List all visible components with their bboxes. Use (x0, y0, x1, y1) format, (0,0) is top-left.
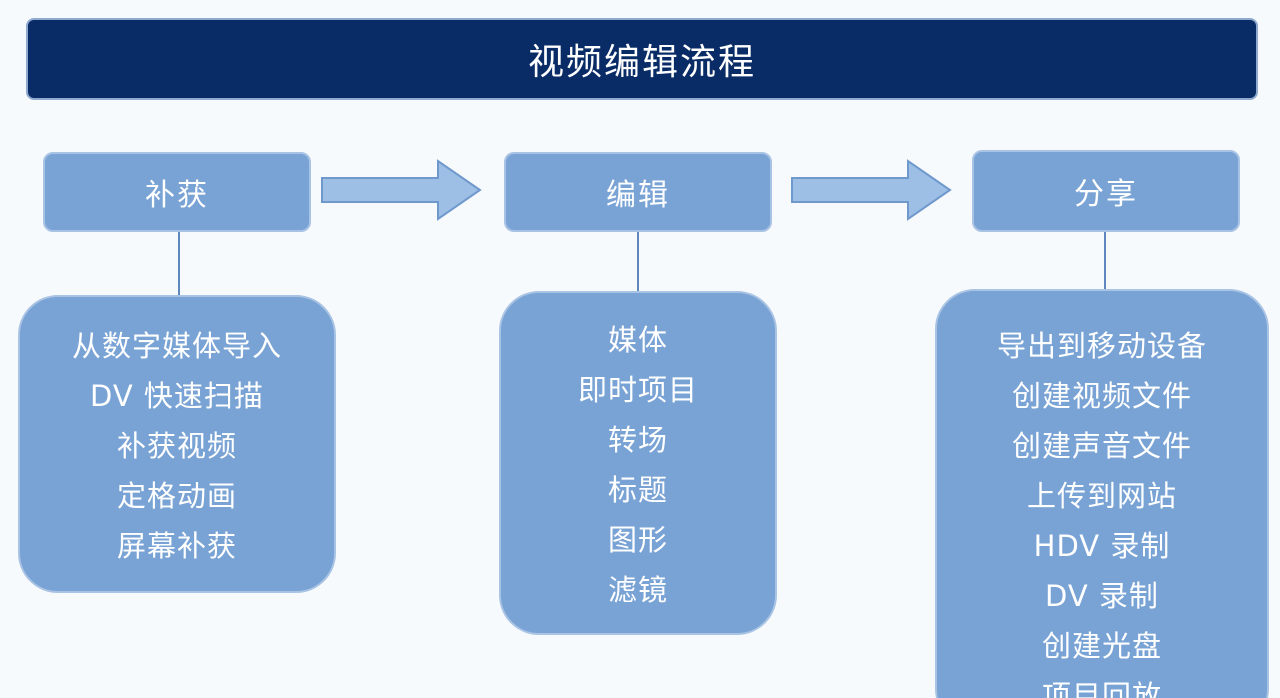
edit-item: 图形 (607, 523, 668, 557)
capture-item: 从数字媒体导入 (71, 329, 282, 363)
edit-item: 媒体 (607, 323, 668, 357)
share-item: 上传到网站 (1026, 479, 1177, 513)
share-item: 创建声音文件 (1011, 429, 1192, 463)
share-item: 项目回放 (1041, 679, 1162, 698)
stage-share-header: 分享 (972, 150, 1240, 232)
stage-edit-connector (637, 232, 639, 292)
stage-capture-header: 补获 (43, 152, 311, 232)
stage-capture-detail-box: 从数字媒体导入 DV 快速扫描 补获视频 定格动画 屏幕补获 (18, 295, 336, 593)
stage-edit-header: 编辑 (504, 152, 772, 232)
edit-item: 转场 (607, 423, 668, 457)
share-item: 导出到移动设备 (996, 329, 1207, 363)
capture-item: 屏幕补获 (116, 529, 237, 563)
stage-edit-detail-box: 媒体 即时项目 转场 标题 图形 滤镜 (499, 291, 777, 635)
edit-item: 即时项目 (577, 373, 698, 407)
share-item: DV 录制 (1045, 579, 1159, 613)
share-item: 创建视频文件 (1011, 379, 1192, 413)
capture-item: DV 快速扫描 (90, 379, 264, 413)
stage-share-detail-box: 导出到移动设备 创建视频文件 创建声音文件 上传到网站 HDV 录制 DV 录制… (935, 289, 1269, 698)
share-item: 创建光盘 (1041, 629, 1162, 663)
stage-share-connector (1104, 232, 1106, 290)
edit-item: 标题 (607, 473, 668, 507)
right-arrow-icon (791, 159, 952, 221)
share-item: HDV 录制 (1033, 529, 1171, 563)
edit-item: 滤镜 (607, 573, 668, 607)
right-arrow-icon (321, 159, 482, 221)
capture-item: 补获视频 (116, 429, 237, 463)
stage-capture-connector (178, 232, 180, 296)
capture-item: 定格动画 (116, 479, 237, 513)
diagram-title: 视频编辑流程 (26, 18, 1258, 100)
